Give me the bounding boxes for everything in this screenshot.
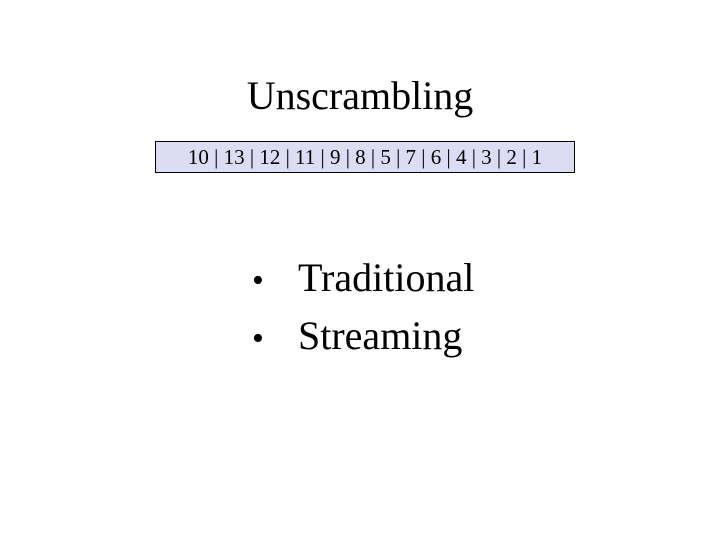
number-sequence-text: 10 | 13 | 12 | 11 | 9 | 8 | 5 | 7 | 6 | … [187,145,543,169]
number-sequence-box: 10 | 13 | 12 | 11 | 9 | 8 | 5 | 7 | 6 | … [155,141,575,173]
bullet-icon: • [252,262,264,299]
bullet-icon: • [252,320,264,357]
bullet-item-traditional: • Traditional [252,250,474,308]
bullet-item-streaming: • Streaming [252,308,474,366]
bullet-list: • Traditional • Streaming [252,250,474,366]
bullet-text: Traditional [298,255,475,300]
bullet-text: Streaming [298,313,463,358]
slide-title: Unscrambling [246,73,474,118]
